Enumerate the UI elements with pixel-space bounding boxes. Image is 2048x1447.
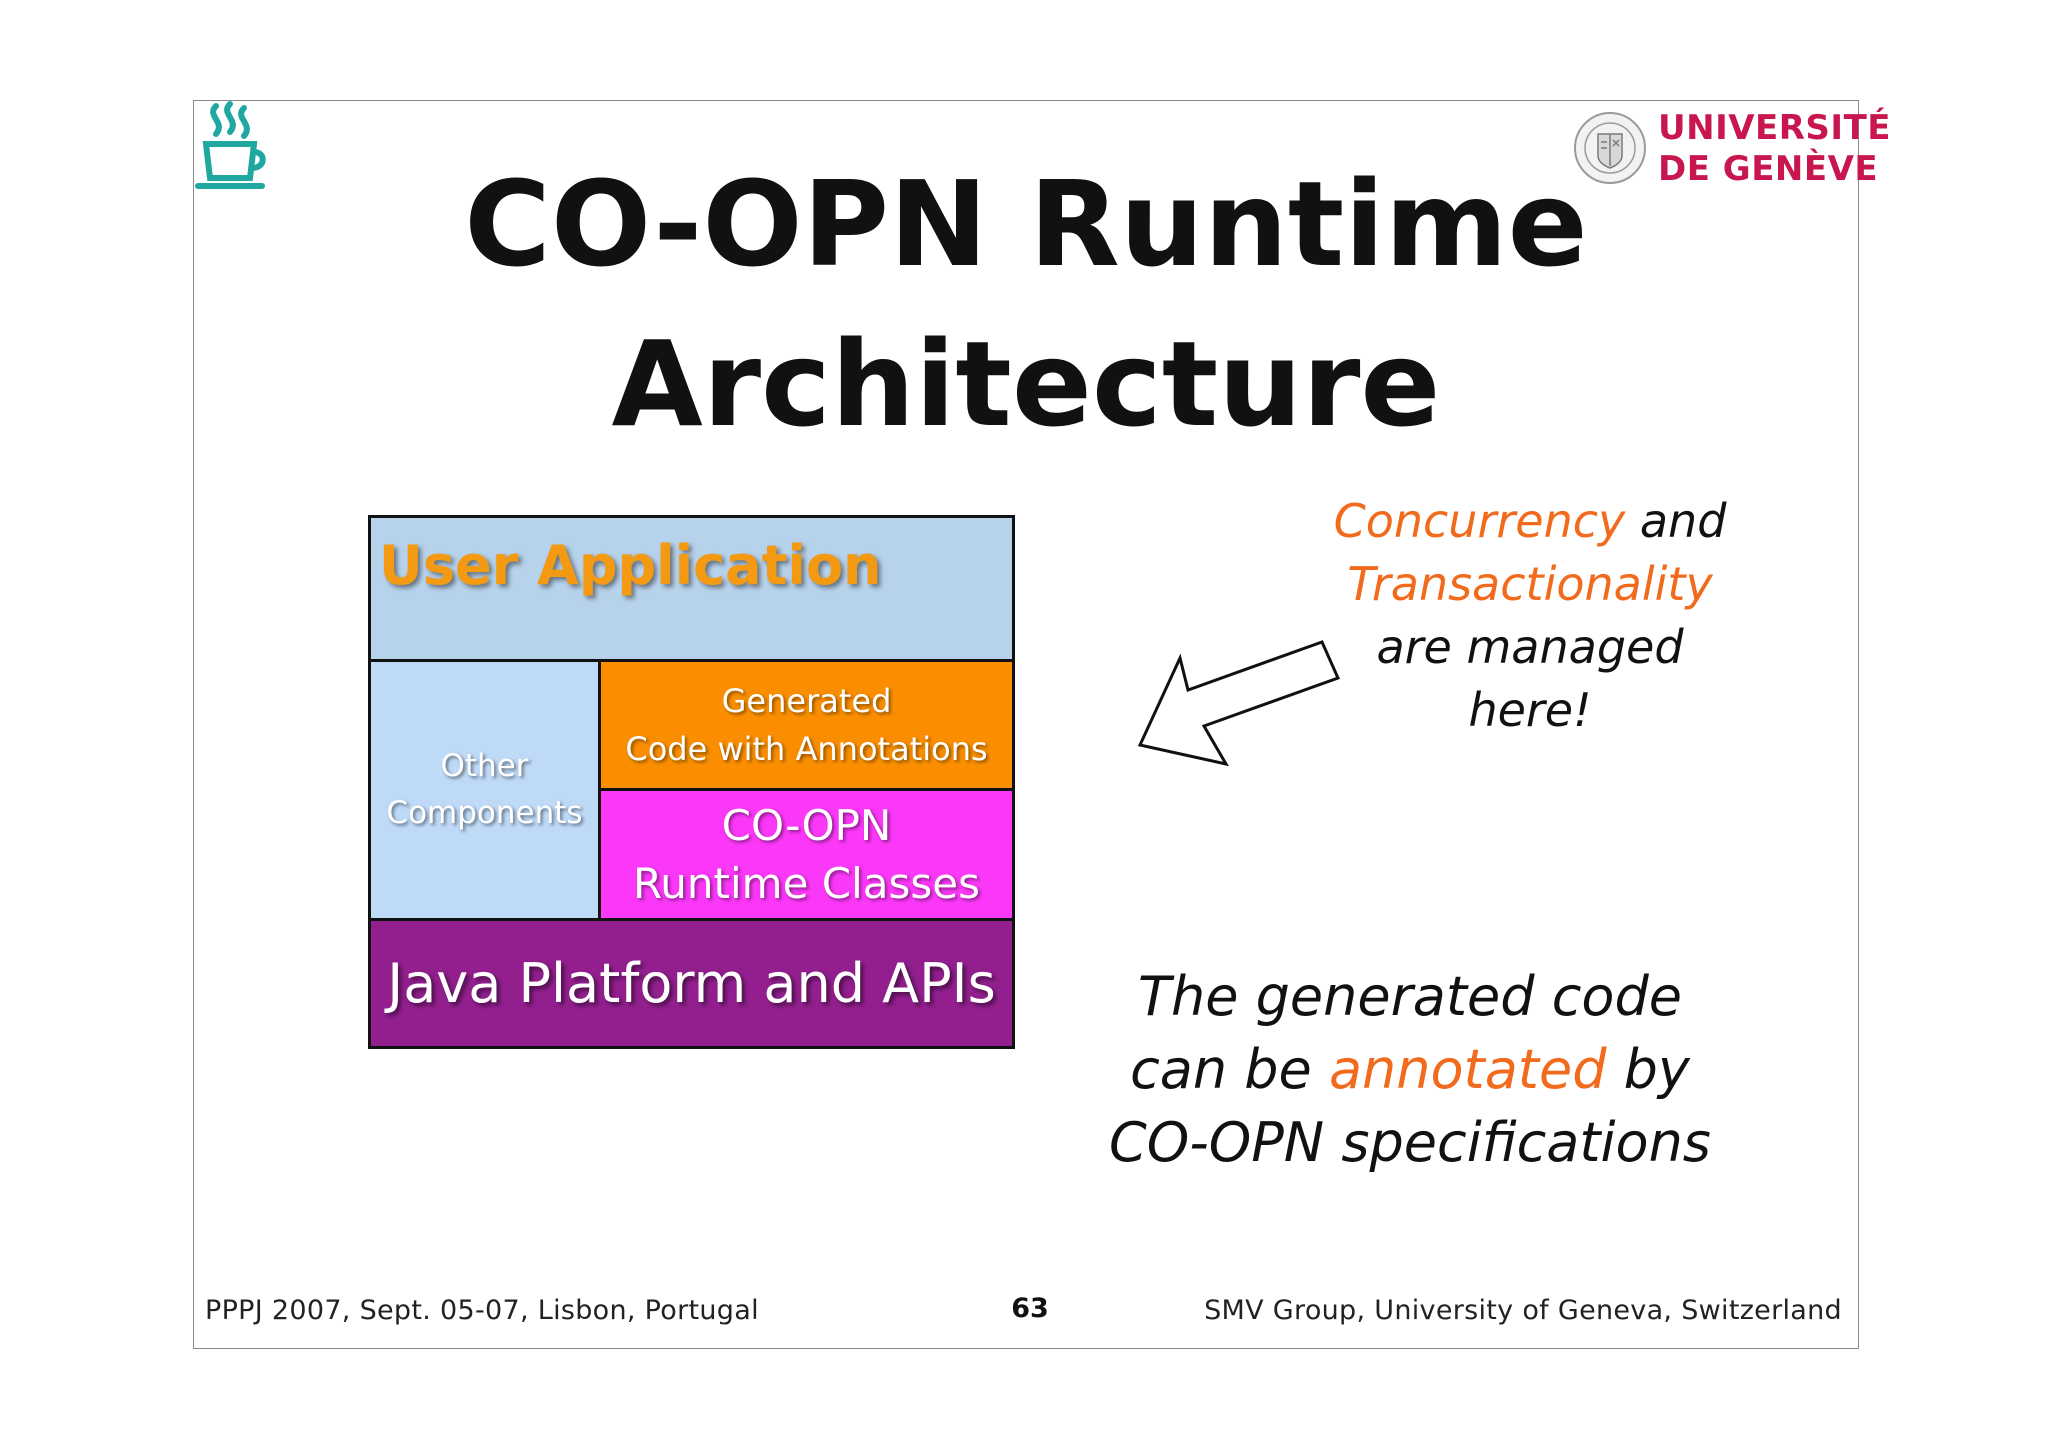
university-line1: UNIVERSITÉ bbox=[1658, 108, 1891, 148]
slide-title-line2: Architecture bbox=[611, 315, 1441, 453]
left-down-arrow-icon bbox=[1137, 640, 1341, 767]
java-platform-label: Java Platform and APIs bbox=[387, 952, 996, 1015]
other-components-block: Other Components bbox=[368, 659, 601, 921]
note1-concurrency: Concurrency bbox=[1333, 494, 1626, 548]
user-application-layer: User Application bbox=[368, 515, 1015, 662]
note1-line1: Concurrency and bbox=[1330, 490, 1730, 553]
other-components-line2: Components bbox=[386, 795, 583, 831]
java-platform-layer: Java Platform and APIs bbox=[368, 918, 1015, 1049]
footer-affiliation: SMV Group, University of Geneva, Switzer… bbox=[1204, 1295, 1842, 1326]
note2-line2-post: by bbox=[1606, 1038, 1690, 1101]
coffee-cup-icon bbox=[195, 101, 266, 189]
university-seal-icon bbox=[1574, 112, 1646, 184]
concurrency-note: Concurrency and Transactionality are man… bbox=[1330, 490, 1730, 742]
generated-line2: Code with Annotations bbox=[625, 730, 988, 768]
runtime-line2: Runtime Classes bbox=[633, 858, 980, 908]
runtime-classes-block: CO-OPN Runtime Classes bbox=[598, 788, 1015, 921]
generated-code-block: Generated Code with Annotations bbox=[598, 659, 1015, 791]
university-line2: DE GENÈVE bbox=[1658, 149, 1879, 189]
note2-line3: CO-OPN specifications bbox=[1109, 1111, 1711, 1174]
page-number: 63 bbox=[1011, 1293, 1049, 1324]
note2-line1: The generated code bbox=[1138, 965, 1682, 1028]
note2-line2: can be annotated by bbox=[1090, 1033, 1730, 1106]
note1-line4: here! bbox=[1468, 683, 1592, 737]
runtime-line1: CO-OPN bbox=[721, 800, 892, 850]
annotation-note: The generated code can be annotated by C… bbox=[1090, 960, 1730, 1179]
other-components-line1: Other bbox=[440, 748, 529, 784]
slide-title-line1: CO-OPN Runtime bbox=[464, 155, 1588, 293]
note1-transactionality: Transactionality bbox=[1347, 557, 1713, 611]
footer-conference: PPPJ 2007, Sept. 05-07, Lisbon, Portugal bbox=[205, 1295, 759, 1326]
generated-line1: Generated bbox=[721, 682, 892, 720]
note1-line3: are managed bbox=[1376, 620, 1684, 674]
user-application-label: User Application bbox=[379, 534, 882, 597]
note1-and: and bbox=[1625, 494, 1727, 548]
university-logo-text: UNIVERSITÉ DE GENÈVE bbox=[1658, 108, 1891, 190]
note2-annotated: annotated bbox=[1328, 1038, 1607, 1101]
note2-line2-pre: can be bbox=[1130, 1038, 1329, 1101]
